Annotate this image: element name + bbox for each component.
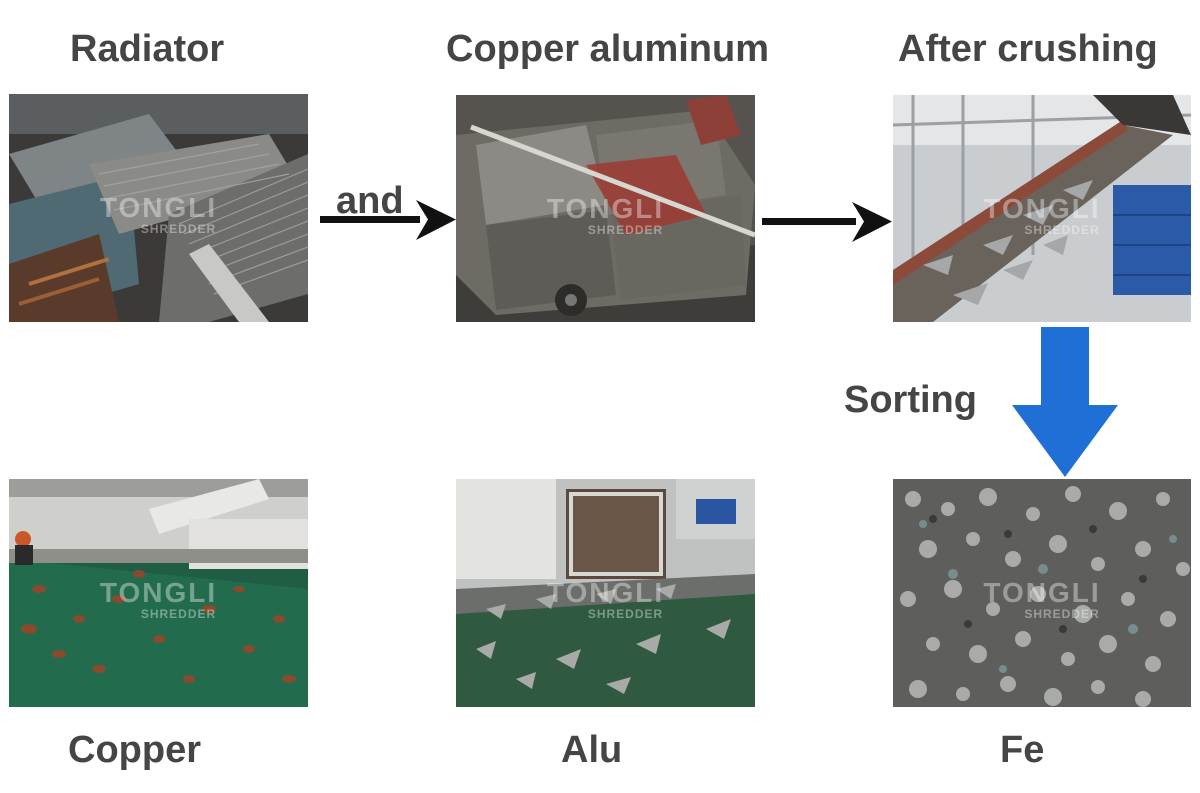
label-copper-aluminum: Copper aluminum — [446, 28, 770, 70]
down-arrow-icon — [1012, 327, 1118, 477]
label-radiator: Radiator — [70, 28, 225, 70]
label-fe: Fe — [1000, 729, 1045, 771]
copper-photo: TONGLI SHREDDER — [9, 479, 308, 707]
after-crushing-photo: TONGLI SHREDDER — [893, 95, 1191, 322]
radiator-photo: TONGLI SHREDDER — [9, 94, 308, 322]
right-arrow-icon — [320, 200, 456, 240]
label-and: and — [336, 180, 404, 222]
copper-aluminum-photo: TONGLI SHREDDER — [456, 95, 755, 322]
alu-photo: TONGLI SHREDDER — [456, 479, 755, 707]
label-copper: Copper — [68, 729, 201, 771]
label-sorting: Sorting — [844, 379, 977, 421]
fe-photo: TONGLI SHREDDER — [893, 479, 1191, 707]
label-after-crushing: After crushing — [898, 28, 1158, 70]
right-arrow-icon — [762, 202, 892, 242]
label-alu: Alu — [561, 729, 623, 771]
